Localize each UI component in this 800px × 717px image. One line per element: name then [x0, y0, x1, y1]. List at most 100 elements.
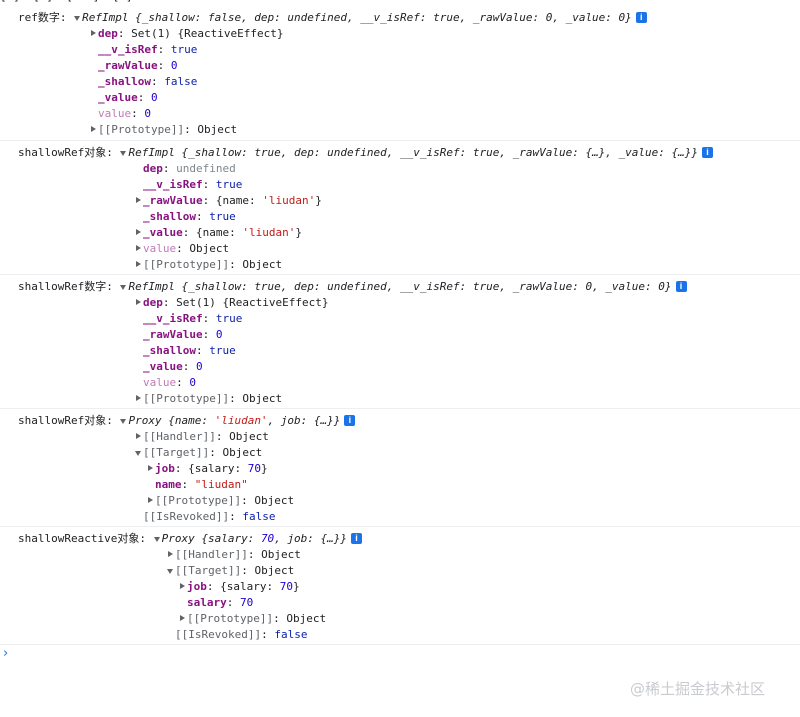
- caret-right-icon[interactable]: [134, 225, 143, 241]
- log-label: shallowReactive对象:: [18, 532, 153, 545]
- property-value: Object: [242, 258, 283, 271]
- caret-down-icon[interactable]: [153, 531, 162, 547]
- property-separator: :: [157, 43, 171, 56]
- info-icon[interactable]: i: [351, 533, 363, 544]
- caret-down-icon[interactable]: [119, 145, 128, 161]
- object-summary[interactable]: RefImpl {_shallow: true, dep: undefined,…: [128, 146, 699, 159]
- caret-right-icon[interactable]: [134, 295, 143, 311]
- object-property-row[interactable]: [[Prototype]]: Object: [146, 493, 294, 509]
- caret-spacer: [134, 311, 143, 327]
- property-value: true: [209, 344, 236, 357]
- object-property-row: name: "liudan": [146, 477, 248, 493]
- caret-down-icon[interactable]: [73, 10, 82, 26]
- caret-right-icon[interactable]: [166, 547, 175, 563]
- property-separator: :: [202, 328, 216, 341]
- message-header: shallowRef对象: RefImpl {_shallow: true, d…: [18, 145, 714, 161]
- property-value-part: }: [295, 226, 302, 239]
- object-property-row[interactable]: dep: Set(1) {ReactiveEffect}: [134, 295, 328, 311]
- object-property-row[interactable]: _rawValue: {name: 'liudan'}: [134, 193, 322, 209]
- property-key: [[IsRevoked]]: [143, 510, 230, 523]
- console-prompt[interactable]: ›: [3, 646, 9, 661]
- object-property-row[interactable]: [[Prototype]]: Object: [89, 122, 237, 138]
- object-property-row[interactable]: dep: Set(1) {ReactiveEffect}: [89, 26, 283, 42]
- info-icon[interactable]: i: [635, 12, 647, 23]
- caret-spacer: [89, 74, 98, 90]
- object-property-row[interactable]: job: {salary: 70}: [178, 579, 300, 595]
- caret-right-icon[interactable]: [134, 193, 143, 209]
- caret-right-icon[interactable]: [134, 429, 143, 445]
- object-property-row[interactable]: [[Handler]]: Object: [134, 429, 269, 445]
- property-key: _value: [98, 91, 138, 104]
- property-separator: :: [215, 430, 230, 443]
- caret-right-icon[interactable]: [89, 26, 98, 42]
- info-icon[interactable]: i: [702, 147, 714, 158]
- property-key: __v_isRef: [143, 312, 203, 325]
- property-value: Object: [229, 430, 269, 443]
- property-key: __v_isRef: [98, 43, 158, 56]
- info-icon[interactable]: i: [675, 281, 687, 292]
- object-property-row: dep: undefined: [134, 161, 236, 177]
- property-value: "liudan": [194, 478, 248, 491]
- previous-log-fragment: [ ] [ ] [ ] [ ]: [0, 0, 132, 5]
- object-summary[interactable]: RefImpl {_shallow: true, dep: undefined,…: [128, 280, 672, 293]
- property-key: dep: [143, 296, 163, 309]
- caret-right-icon[interactable]: [146, 493, 155, 509]
- property-key: dep: [98, 27, 118, 40]
- object-summary[interactable]: RefImpl {_shallow: false, dep: undefined…: [82, 11, 632, 24]
- property-key: _shallow: [143, 210, 196, 223]
- object-property-row: _rawValue: 0: [89, 58, 177, 74]
- caret-right-icon[interactable]: [178, 579, 187, 595]
- log-label: ref数字:: [18, 11, 74, 24]
- property-separator: :: [176, 242, 190, 255]
- property-value-part: }: [292, 580, 300, 593]
- property-key: [[Prototype]]: [155, 494, 242, 507]
- caret-right-icon[interactable]: [134, 241, 143, 257]
- caret-right-icon[interactable]: [134, 391, 143, 407]
- object-property-row[interactable]: [[Prototype]]: Object: [134, 257, 282, 273]
- object-property-row[interactable]: [[Handler]]: Object: [166, 547, 301, 563]
- caret-right-icon[interactable]: [89, 122, 98, 138]
- caret-spacer: [134, 327, 143, 343]
- object-property-row[interactable]: [[Prototype]]: Object: [178, 611, 326, 627]
- object-property-row[interactable]: _value: {name: 'liudan'}: [134, 225, 302, 241]
- caret-down-icon[interactable]: [119, 413, 128, 429]
- property-value: true: [209, 210, 236, 223]
- object-summary[interactable]: Proxy {name: 'liudan', job: {…}}: [128, 414, 340, 427]
- property-value-part: 70: [279, 580, 293, 593]
- object-property-row[interactable]: [[Target]]: Object: [134, 445, 262, 461]
- object-property-row: [[IsRevoked]]: false: [134, 509, 275, 525]
- property-value: true: [170, 43, 198, 56]
- property-value-part: {name:: [215, 194, 263, 207]
- object-property-row[interactable]: [[Prototype]]: Object: [134, 391, 282, 407]
- caret-spacer: [89, 58, 98, 74]
- property-value-part: 'liudan': [262, 194, 316, 207]
- object-property-row: value: 0: [134, 375, 196, 391]
- caret-spacer: [89, 106, 98, 122]
- property-value-part: }: [260, 462, 268, 475]
- property-key: [[Target]]: [143, 446, 210, 459]
- caret-right-icon[interactable]: [178, 611, 187, 627]
- property-separator: :: [157, 59, 171, 72]
- message-header: shallowReactive对象: Proxy {salary: 70, jo…: [18, 531, 363, 547]
- object-property-row: __v_isRef: true: [134, 311, 242, 327]
- object-summary[interactable]: Proxy {salary: 70, job: {…}}: [162, 532, 347, 545]
- property-key: [[Prototype]]: [98, 123, 185, 136]
- console-message: shallowRef对象: RefImpl {_shallow: true, d…: [0, 140, 800, 275]
- property-value: 0: [151, 91, 158, 104]
- property-separator: :: [209, 446, 223, 459]
- info-icon[interactable]: i: [344, 415, 356, 426]
- message-header: ref数字: RefImpl {_shallow: false, dep: un…: [18, 10, 647, 26]
- watermark: @稀土掘金技术社区: [630, 680, 766, 698]
- object-property-row[interactable]: job: {salary: 70}: [146, 461, 268, 477]
- property-separator: :: [226, 596, 240, 609]
- property-value: 0: [196, 360, 203, 373]
- caret-right-icon[interactable]: [146, 461, 155, 477]
- caret-right-icon[interactable]: [134, 257, 143, 273]
- object-property-row[interactable]: value: Object: [134, 241, 229, 257]
- object-property-row[interactable]: [[Target]]: Object: [166, 563, 294, 579]
- caret-down-icon[interactable]: [166, 563, 175, 579]
- caret-down-icon[interactable]: [119, 279, 128, 295]
- property-value: false: [164, 75, 198, 88]
- caret-down-icon[interactable]: [134, 445, 143, 461]
- property-separator: :: [117, 27, 132, 40]
